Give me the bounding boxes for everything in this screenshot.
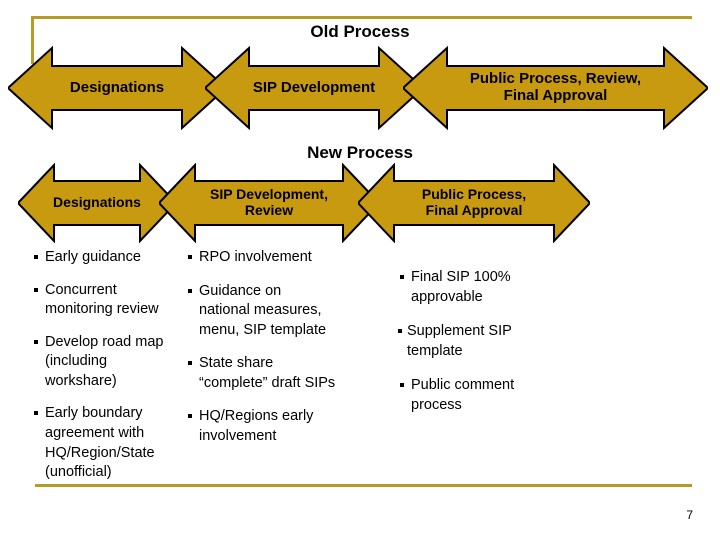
bullet-square-icon bbox=[400, 383, 404, 388]
arrow-old-sip-development[interactable]: SIP Development bbox=[205, 46, 423, 130]
list-item-label: HQ/Regions early involvement bbox=[199, 408, 314, 444]
list-item: Early guidance bbox=[32, 248, 182, 268]
old-process-arrow-row: Designations SIP Development Public Proc… bbox=[0, 46, 720, 130]
double-arrow-icon bbox=[358, 163, 590, 243]
new-process-title: New Process bbox=[307, 143, 413, 162]
list-item: Public comment process bbox=[398, 376, 528, 415]
list-item: Develop road map (including workshare) bbox=[32, 333, 182, 392]
list-item-label: Early guidance bbox=[45, 249, 141, 265]
list-item-label: Early boundary agreement with HQ/Region/… bbox=[45, 405, 155, 481]
list-item: Guidance on national measures, menu, SIP… bbox=[186, 282, 336, 341]
bullet-square-icon bbox=[188, 361, 192, 366]
list-item: HQ/Regions early involvement bbox=[186, 407, 336, 446]
bullet-square-icon bbox=[400, 275, 404, 279]
old-process-title: Old Process bbox=[310, 22, 410, 41]
column-designations: Early guidance Concurrent monitoring rev… bbox=[32, 248, 182, 496]
arrow-label: Public Process, Review,Final Approval bbox=[469, 70, 642, 104]
new-process-arrow-row: Designations SIP Development,Review Publ… bbox=[0, 163, 720, 243]
bullet-square-icon bbox=[398, 329, 402, 334]
list-item-label: Public comment process bbox=[411, 377, 515, 413]
list-item: State share “complete” draft SIPs bbox=[186, 354, 336, 393]
double-arrow-icon bbox=[159, 163, 379, 243]
page-number: 7 bbox=[686, 508, 693, 522]
list-item: Early boundary agreement with HQ/Region/… bbox=[32, 404, 182, 482]
list-item-label: RPO involvement bbox=[199, 249, 312, 265]
frame-top-line bbox=[31, 16, 692, 19]
arrow-new-designations[interactable]: Designations bbox=[18, 163, 176, 243]
column-public-process: Final SIP 100% approvable Supplement SIP… bbox=[398, 268, 528, 430]
bullet-square-icon bbox=[188, 288, 192, 293]
bullet-columns: Early guidance Concurrent monitoring rev… bbox=[0, 248, 720, 480]
bullet-square-icon bbox=[34, 287, 38, 292]
bullet-square-icon bbox=[34, 411, 38, 416]
double-arrow-icon bbox=[205, 46, 423, 130]
bullet-square-icon bbox=[188, 414, 192, 419]
arrow-label: SIP Development,Review bbox=[209, 186, 328, 218]
double-arrow-icon bbox=[18, 163, 176, 243]
bullet-square-icon bbox=[34, 255, 38, 259]
bullet-square-icon bbox=[34, 339, 38, 344]
arrow-label: Public Process,Final Approval bbox=[421, 186, 527, 218]
arrow-old-designations[interactable]: Designations bbox=[8, 46, 226, 130]
arrow-label: Designations bbox=[53, 194, 141, 211]
list-item-label: Guidance on national measures, menu, SIP… bbox=[199, 282, 327, 338]
list-item: Concurrent monitoring review bbox=[32, 281, 182, 320]
arrow-new-sip-development-review[interactable]: SIP Development,Review bbox=[159, 163, 379, 243]
arrow-old-public-process[interactable]: Public Process, Review,Final Approval bbox=[403, 46, 708, 130]
list-item-label: Final SIP 100% approvable bbox=[411, 269, 511, 305]
column-sip-development: RPO involvement Guidance on national mea… bbox=[186, 248, 336, 461]
list-item-label: Develop road map (including workshare) bbox=[45, 333, 164, 389]
list-item-label: Concurrent monitoring review bbox=[45, 281, 159, 318]
list-item: Final SIP 100% approvable bbox=[398, 268, 528, 307]
double-arrow-icon bbox=[8, 46, 226, 130]
arrow-new-public-process[interactable]: Public Process,Final Approval bbox=[358, 163, 590, 243]
frame-left-line bbox=[31, 16, 34, 64]
list-item: Supplement SIP template bbox=[398, 322, 528, 361]
arrow-label: SIP Development bbox=[252, 78, 376, 96]
list-item: RPO involvement bbox=[186, 248, 336, 268]
double-arrow-icon bbox=[403, 46, 708, 130]
arrow-label: Designations bbox=[69, 78, 165, 96]
list-item-label: State share “complete” draft SIPs bbox=[199, 355, 336, 391]
frame-bottom-line bbox=[35, 484, 692, 487]
bullet-square-icon bbox=[188, 255, 192, 259]
list-item-label: Supplement SIP template bbox=[407, 323, 512, 359]
